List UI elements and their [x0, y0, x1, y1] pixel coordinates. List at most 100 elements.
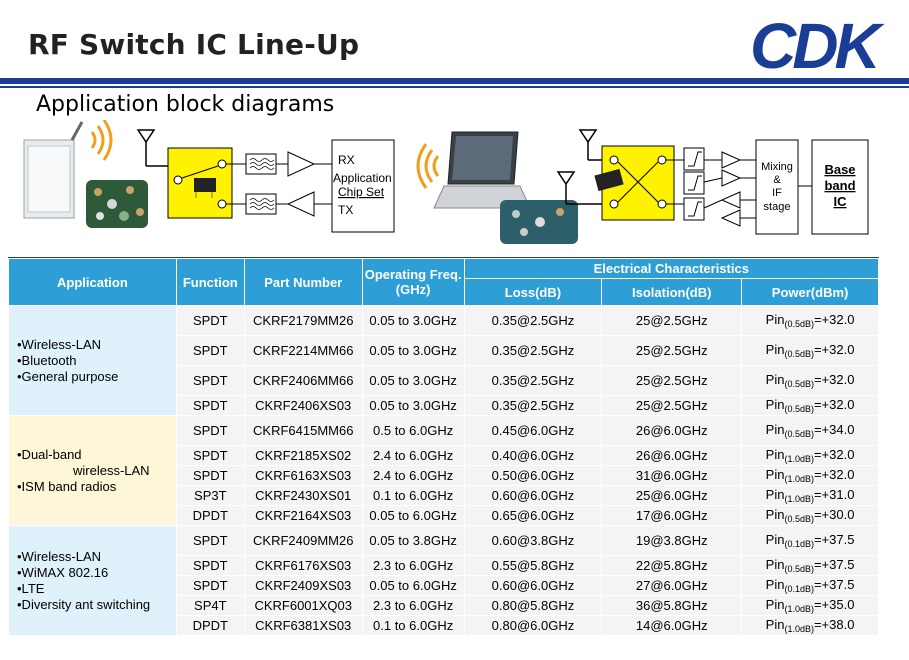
- isolation-cell: 27@6.0GHz: [601, 575, 743, 596]
- header-isolation: Isolation(dB): [601, 278, 743, 306]
- loss-cell: 0.80@6.0GHz: [463, 615, 603, 636]
- part-number-cell: CKRF2214MM66: [243, 335, 363, 366]
- lineup-table: Application Function Part Number Operati…: [8, 258, 880, 636]
- power-value: =+32.0: [813, 342, 855, 357]
- freq-cell: 0.05 to 3.0GHz: [361, 365, 465, 396]
- cdk-logo: CDK: [750, 10, 889, 78]
- power-prefix: Pin: [765, 312, 785, 327]
- filter-icon: [683, 147, 705, 221]
- power-prefix: Pin: [765, 422, 785, 437]
- application-label: Application: [333, 171, 392, 185]
- header-rule-thin: [0, 86, 909, 88]
- power-subscript: (0.5dB): [784, 379, 814, 389]
- filter-icon: [245, 153, 277, 215]
- power-cell: Pin(0.5dB)=+32.0: [741, 305, 879, 336]
- application-cell: •Wireless-LAN•WiMAX 802.16•LTE•Diversity…: [8, 525, 177, 636]
- power-cell: Pin(1.0dB)=+31.0: [741, 485, 879, 506]
- power-prefix: Pin: [765, 487, 785, 502]
- power-subscript: (1.0dB): [784, 604, 814, 614]
- loss-cell: 0.35@2.5GHz: [463, 305, 603, 336]
- part-number-cell: CKRF2185XS02: [243, 445, 363, 466]
- part-number-cell: CKRF2409XS03: [243, 575, 363, 596]
- power-cell: Pin(1.0dB)=+38.0: [741, 615, 879, 636]
- page-title: RF Switch IC Line-Up: [28, 28, 360, 61]
- part-number-cell: CKRF6381XS03: [243, 615, 363, 636]
- part-number-cell: CKRF6415MM66: [243, 415, 363, 446]
- function-cell: SPDT: [175, 575, 245, 596]
- power-subscript: (1.0dB): [784, 624, 814, 634]
- power-cell: Pin(0.5dB)=+32.0: [741, 335, 879, 366]
- power-value: =+30.0: [813, 507, 855, 522]
- application-item: •ISM band radios: [17, 478, 117, 494]
- isolation-cell: 31@6.0GHz: [601, 465, 743, 486]
- application-item: •Dual-band: [17, 446, 82, 462]
- power-prefix: Pin: [765, 342, 785, 357]
- isolation-cell: 19@3.8GHz: [601, 525, 743, 556]
- mixing-box: [755, 139, 799, 235]
- header-power: Power(dBm): [741, 278, 879, 306]
- freq-cell: 0.05 to 3.0GHz: [361, 335, 465, 366]
- freq-cell: 2.4 to 6.0GHz: [361, 465, 465, 486]
- header-electrical: Electrical Characteristics: [463, 258, 880, 279]
- isolation-cell: 25@2.5GHz: [601, 335, 743, 366]
- amplifier-icon: [720, 151, 742, 227]
- function-cell: SPDT: [175, 465, 245, 486]
- power-value: =+38.0: [813, 617, 855, 632]
- ampersand-label: &: [773, 174, 781, 186]
- band-label: band: [824, 178, 855, 193]
- freq-cell: 2.4 to 6.0GHz: [361, 445, 465, 466]
- function-cell: SPDT: [175, 335, 245, 366]
- power-prefix: Pin: [765, 617, 785, 632]
- header-loss: Loss(dB): [463, 278, 603, 306]
- function-cell: SPDT: [175, 415, 245, 446]
- power-subscript: (0.1dB): [784, 584, 814, 594]
- function-cell: SP3T: [175, 485, 245, 506]
- application-item: •WiMAX 802.16: [17, 564, 109, 580]
- application-item: •Diversity ant switching: [17, 596, 151, 612]
- isolation-cell: 25@2.5GHz: [601, 365, 743, 396]
- amplifier-icon: [286, 151, 316, 217]
- power-subscript: (0.5dB): [784, 319, 814, 329]
- function-cell: SPDT: [175, 365, 245, 396]
- loss-cell: 0.35@2.5GHz: [463, 335, 603, 366]
- function-cell: SP4T: [175, 595, 245, 616]
- power-subscript: (1.0dB): [784, 454, 814, 464]
- header-function: Function: [175, 258, 245, 306]
- freq-cell: 0.05 to 6.0GHz: [361, 575, 465, 596]
- power-value: =+37.5: [813, 577, 855, 592]
- stage-label: stage: [764, 201, 791, 213]
- chipset-label: Chip Set: [338, 185, 385, 199]
- freq-cell: 0.1 to 6.0GHz: [361, 615, 465, 636]
- power-prefix: Pin: [765, 577, 785, 592]
- section-subtitle: Application block diagrams: [36, 92, 335, 117]
- power-prefix: Pin: [765, 532, 785, 547]
- function-cell: SPDT: [175, 525, 245, 556]
- function-cell: DPDT: [175, 615, 245, 636]
- power-prefix: Pin: [765, 597, 785, 612]
- freq-cell: 2.3 to 6.0GHz: [361, 555, 465, 576]
- function-cell: SPDT: [175, 445, 245, 466]
- application-item: •Wireless-LAN: [17, 548, 102, 564]
- loss-cell: 0.50@6.0GHz: [463, 465, 603, 486]
- power-value: =+32.0: [813, 372, 855, 387]
- freq-cell: 0.05 to 6.0GHz: [361, 505, 465, 526]
- part-number-cell: CKRF6001XQ03: [243, 595, 363, 616]
- application-item: •General purpose: [17, 368, 119, 384]
- isolation-cell: 25@2.5GHz: [601, 305, 743, 336]
- isolation-cell: 26@6.0GHz: [601, 445, 743, 466]
- power-subscript: (0.5dB): [784, 514, 814, 524]
- header-part-number: Part Number: [243, 258, 363, 306]
- antenna-icon: [136, 129, 168, 167]
- baseband-box: [811, 139, 869, 235]
- freq-cell: 0.05 to 3.8GHz: [361, 525, 465, 556]
- power-subscript: (0.5dB): [784, 404, 814, 414]
- freq-cell: 0.05 to 3.0GHz: [361, 305, 465, 336]
- power-prefix: Pin: [765, 447, 785, 462]
- power-cell: Pin(0.5dB)=+37.5: [741, 555, 879, 576]
